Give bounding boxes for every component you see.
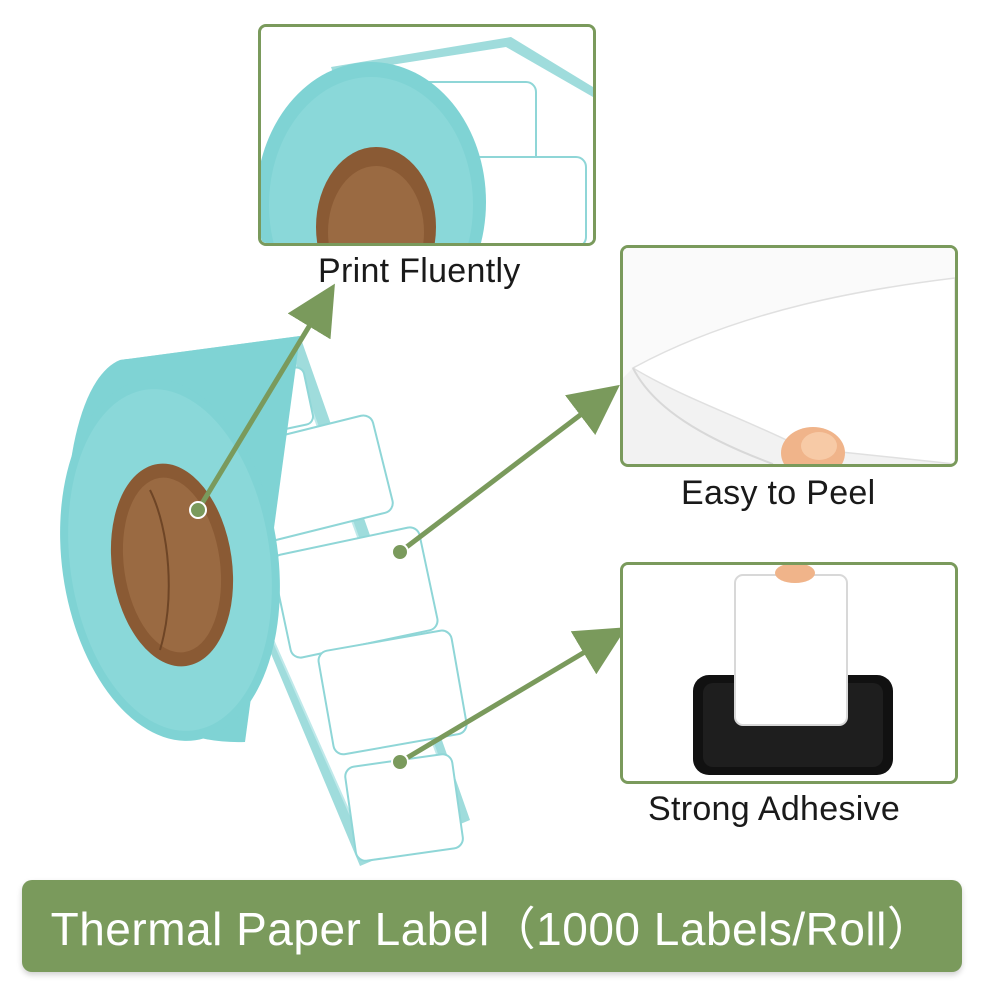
arrow-print [189, 283, 335, 519]
print-fluently-caption: Print Fluently [318, 252, 521, 290]
label-sheet [734, 574, 848, 726]
easy-to-peel-panel [620, 245, 958, 467]
label-roll [60, 336, 300, 743]
adhesive-closeup-image [623, 565, 955, 781]
roll-closeup-image [261, 27, 593, 243]
print-fluently-panel [258, 24, 596, 246]
strong-adhesive-caption: Strong Adhesive [648, 790, 901, 828]
easy-to-peel-caption: Easy to Peel [681, 474, 876, 512]
product-title-banner: Thermal Paper Label（1000 Labels/Roll） [22, 880, 962, 972]
arrow-peel [391, 384, 620, 561]
peel-closeup-image [623, 248, 955, 464]
strip-label [317, 629, 468, 756]
strong-adhesive-panel [620, 562, 958, 784]
arrow-adhesive [391, 627, 627, 771]
product-title: Thermal Paper Label（1000 Labels/Roll） [50, 903, 934, 955]
